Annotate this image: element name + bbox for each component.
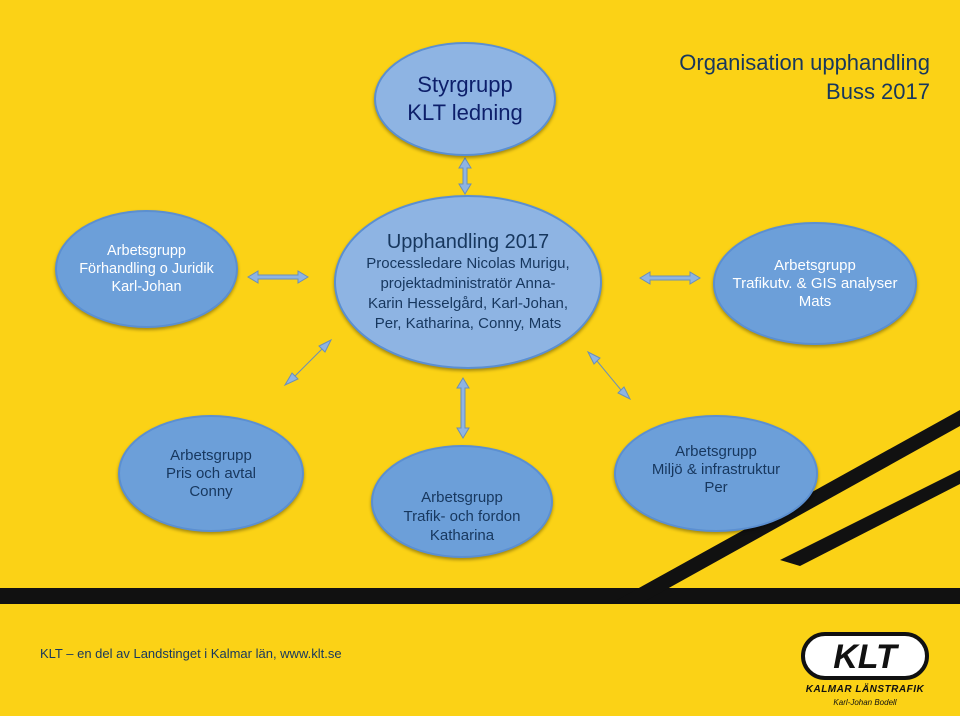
upphandling-heading: Upphandling 2017 bbox=[386, 231, 550, 253]
trafikutv-line-3: Mats bbox=[798, 292, 832, 310]
trafikutv-line-1: Arbetsgrupp bbox=[774, 256, 856, 274]
styrgrupp-node: Styrgrupp KLT ledning bbox=[374, 42, 556, 156]
logo-mark-text: KLT bbox=[833, 638, 900, 676]
klt-logo: KLT KALMAR LÄNSTRAFIK Karl-Johan Bodell bbox=[795, 628, 935, 708]
upphandling-line-1: Processledare Nicolas Murigu, bbox=[366, 255, 570, 272]
forhandling-line-2: Förhandling o Juridik bbox=[79, 261, 214, 277]
klt-logo-mark: KLT bbox=[801, 632, 929, 680]
upphandling-line-2: projektadministratör Anna- bbox=[380, 275, 556, 292]
slide-title: Organisation upphandling Buss 2017 bbox=[630, 48, 930, 106]
pris-line-3: Conny bbox=[189, 482, 233, 500]
miljo-line-2: Miljö & infrastruktur bbox=[651, 461, 781, 478]
trafikutv-group-node: Arbetsgrupp Trafikutv. & GIS analyser Ma… bbox=[713, 222, 917, 345]
footer-text: KLT – en del av Landstinget i Kalmar län… bbox=[40, 646, 342, 661]
forhandling-line-1: Arbetsgrupp bbox=[107, 243, 186, 259]
upphandling-node: Upphandling 2017 Processledare Nicolas M… bbox=[334, 195, 602, 369]
miljo-line-3: Per bbox=[704, 479, 728, 496]
title-line-1: Organisation upphandling bbox=[679, 50, 930, 75]
trafik-line-3: Katharina bbox=[429, 527, 495, 544]
trafik-group-node: Arbetsgrupp Trafik- och fordon Katharina bbox=[371, 445, 553, 558]
miljo-line-1: Arbetsgrupp bbox=[675, 443, 757, 460]
logo-name: KALMAR LÄNSTRAFIK bbox=[805, 684, 925, 695]
upphandling-line-4: Per, Katharina, Conny, Mats bbox=[374, 315, 562, 332]
pris-line-2: Pris och avtal bbox=[165, 464, 257, 482]
styrgrupp-line-1: Styrgrupp bbox=[417, 72, 513, 97]
styrgrupp-line-2: KLT ledning bbox=[407, 100, 523, 125]
forhandling-group-node: Arbetsgrupp Förhandling o Juridik Karl-J… bbox=[55, 210, 238, 328]
pris-group-node: Arbetsgrupp Pris och avtal Conny bbox=[118, 415, 304, 532]
trafik-line-1: Arbetsgrupp bbox=[421, 489, 503, 506]
upphandling-line-3: Karin Hesselgård, Karl-Johan, bbox=[367, 295, 569, 312]
title-line-2: Buss 2017 bbox=[826, 79, 930, 104]
trafik-line-2: Trafik- och fordon bbox=[403, 508, 521, 525]
forhandling-line-3: Karl-Johan bbox=[111, 279, 182, 295]
logo-signature: Karl-Johan Bodell bbox=[833, 698, 897, 707]
pris-line-1: Arbetsgrupp bbox=[170, 446, 252, 464]
trafikutv-line-2: Trafikutv. & GIS analyser bbox=[732, 274, 898, 292]
miljo-group-node: Arbetsgrupp Miljö & infrastruktur Per bbox=[614, 415, 818, 532]
